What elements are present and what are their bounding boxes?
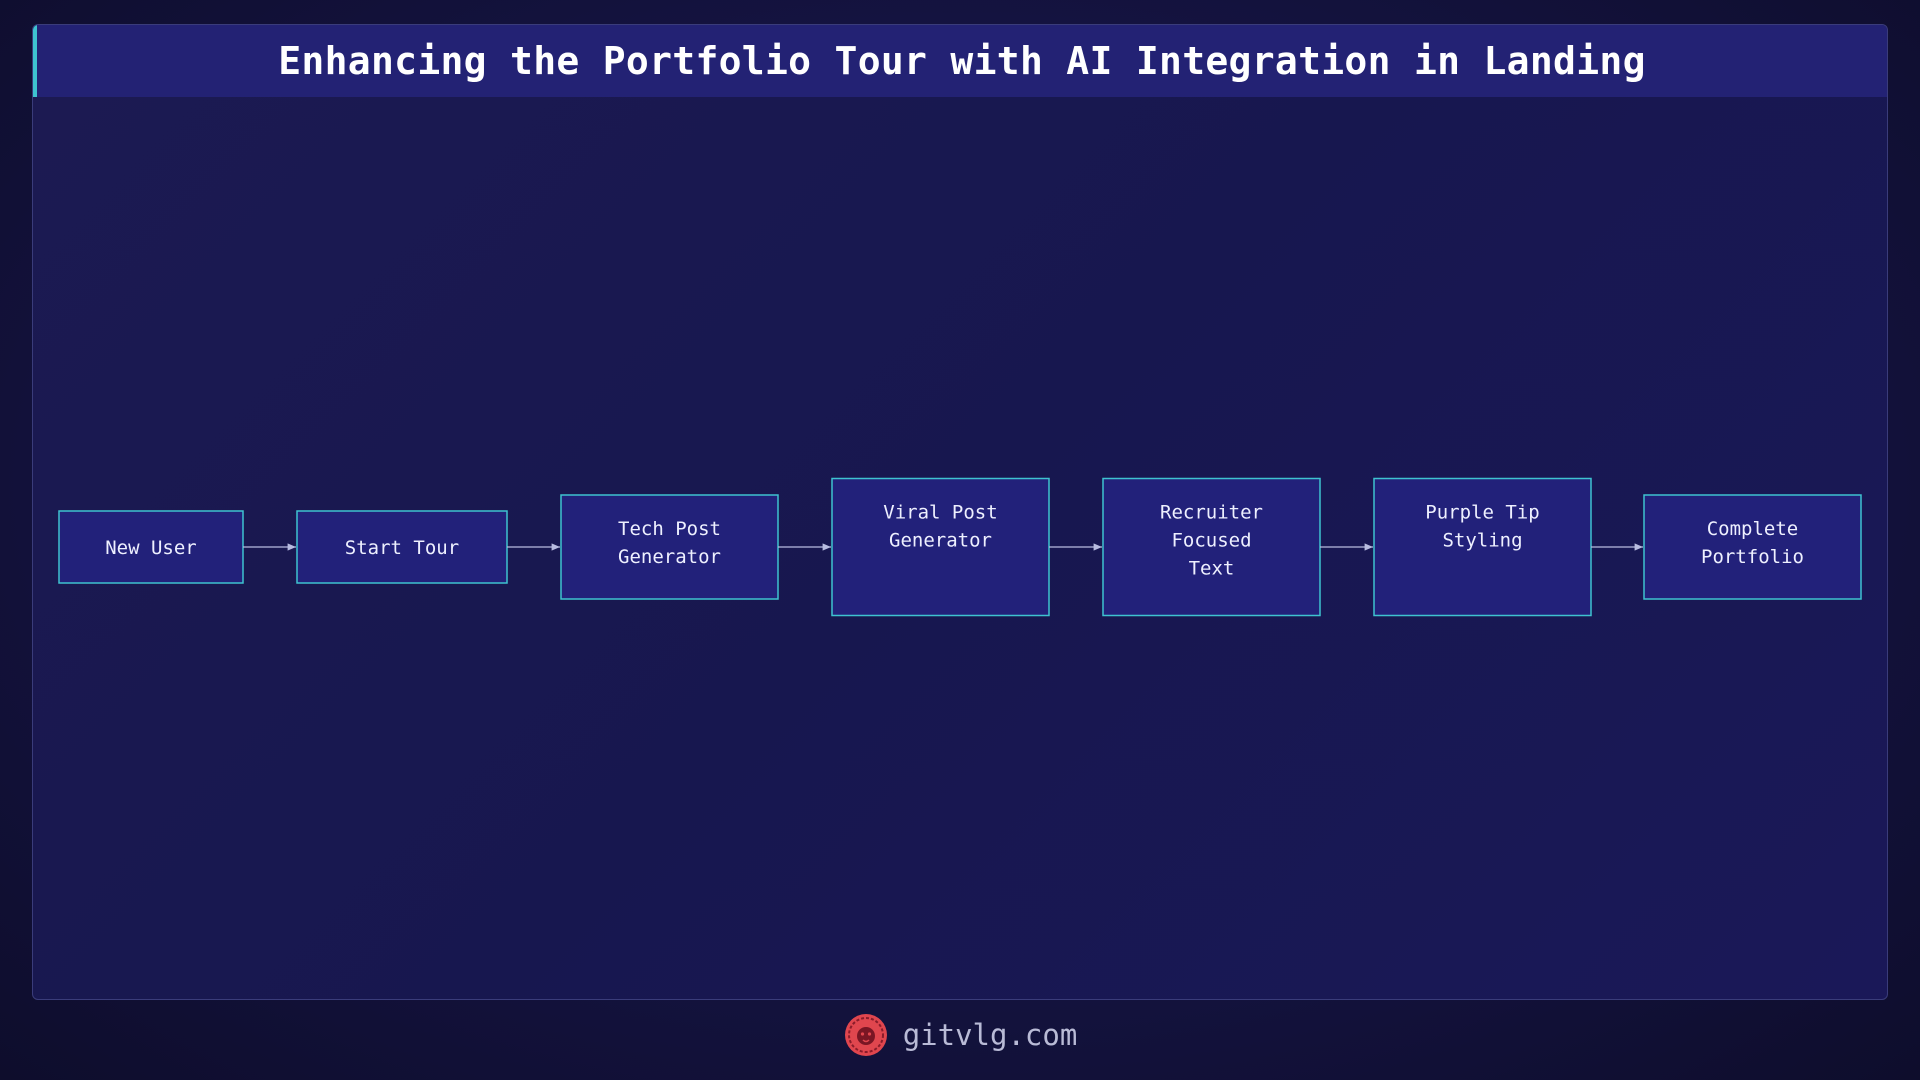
- node-box: [296, 510, 508, 584]
- lion-icon: [844, 1014, 887, 1056]
- node-label: Tech Post: [618, 518, 721, 540]
- node-new-user: New User: [58, 510, 244, 584]
- node-box: [1643, 494, 1862, 600]
- node-label: Styling: [1442, 530, 1522, 552]
- node-label: Portfolio: [1701, 546, 1804, 568]
- node-label: Purple Tip: [1425, 502, 1539, 524]
- footer: gitvlg.com: [0, 1010, 1920, 1060]
- page-title: Enhancing the Portfolio Tour with AI Int…: [278, 39, 1646, 83]
- node-box: [831, 477, 1050, 617]
- footer-site: gitvlg.com: [902, 1018, 1078, 1052]
- node-label: Generator: [889, 530, 992, 552]
- node-start-tour: Start Tour: [296, 510, 508, 584]
- node-label: Generator: [618, 546, 721, 568]
- node-label: Complete: [1707, 518, 1799, 540]
- node-label: New User: [105, 537, 197, 559]
- node-box: [1373, 477, 1592, 617]
- node-box: [58, 510, 244, 584]
- node-box: [1102, 477, 1321, 617]
- title-bar: Enhancing the Portfolio Tour with AI Int…: [33, 25, 1887, 97]
- node-label: Viral Post: [883, 502, 997, 524]
- node-label: Start Tour: [345, 537, 459, 559]
- node-label: Focused: [1171, 530, 1251, 552]
- node-label: Recruiter: [1160, 502, 1263, 524]
- node-label: Text: [1189, 558, 1235, 580]
